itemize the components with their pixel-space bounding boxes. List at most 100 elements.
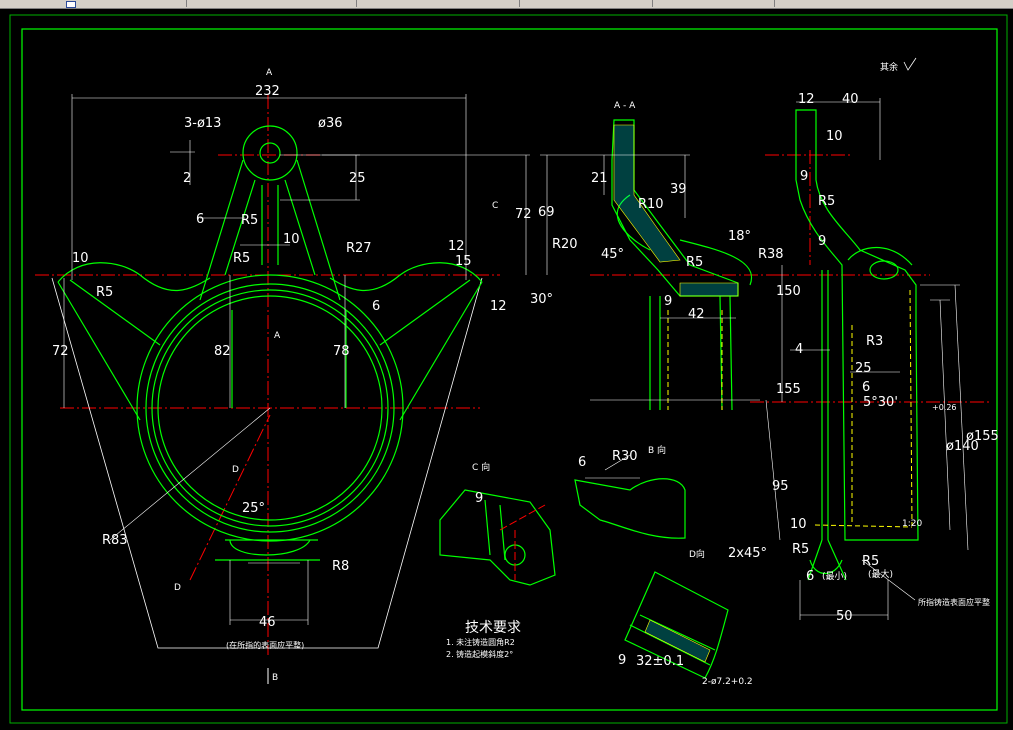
dim-9-mid: 9 <box>818 234 826 249</box>
radius-r38: R38 <box>758 247 784 262</box>
angle-30: 30° <box>530 292 553 307</box>
dim-holes: 3-ø13 <box>184 116 221 131</box>
dim-21: 21 <box>591 171 608 186</box>
surface-note-side: 所指铸造表面应平整 <box>918 597 990 607</box>
tech-line-2: 2. 铸造起模斜度2° <box>446 649 513 659</box>
dim-46: 46 <box>259 615 276 630</box>
dim-82: 82 <box>214 344 231 359</box>
front-dimension-lines <box>63 94 530 625</box>
dim-10-bottom: 10 <box>790 517 807 532</box>
document-icon <box>66 1 76 8</box>
radius-r5-a: R5 <box>241 213 258 228</box>
view-d-title: D向 <box>689 548 705 560</box>
dim-9-c: 9 <box>475 491 483 506</box>
front-centerlines <box>35 95 500 655</box>
view-b: B 向 6 R30 <box>574 444 686 539</box>
window-tab-strip <box>0 0 1013 9</box>
view-c: C 向 9 <box>439 461 556 586</box>
dim-40: 40 <box>842 92 859 107</box>
taper-angle: 5°30' <box>863 395 898 410</box>
arrow-label-d-bottom: D <box>174 583 181 593</box>
dim-12-top: 12 <box>448 239 465 254</box>
drawing-canvas: A 232 3-ø13 ø36 2 25 72 69 C 6 R5 10 R5 … <box>9 14 1008 724</box>
section-aa-view: A - A 21 39 R10 R20 45° 18° R5 R38 9 42 <box>540 101 784 411</box>
dim-6-bottom: 6 <box>806 569 814 584</box>
radius-r3: R3 <box>866 334 883 349</box>
dia-155: ø155 <box>966 429 999 444</box>
dia-140: ø140 <box>946 439 979 454</box>
dim-10-side: 10 <box>826 129 843 144</box>
radius-r5-side: R5 <box>818 194 835 209</box>
dim-phi36: ø36 <box>318 116 343 131</box>
tab-slot-4[interactable] <box>520 0 653 7</box>
front-trapezoid <box>51 277 483 649</box>
tol-140: +0.26 <box>932 403 957 412</box>
surface-note-front: (在所指的表面应平整) <box>226 640 304 650</box>
dim-4: 4 <box>795 342 803 357</box>
radius-r27: R27 <box>346 241 372 256</box>
dim-2: 2 <box>183 171 191 186</box>
section-aa-title: A - A <box>614 101 636 111</box>
dim-9-d: 9 <box>618 653 626 668</box>
radius-r8: R8 <box>332 559 349 574</box>
radius-r5-right: R5 <box>862 554 879 569</box>
dim-6-top: 6 <box>196 212 204 227</box>
tab-slot-5[interactable] <box>654 0 775 7</box>
dim-12: 12 <box>798 92 815 107</box>
dim-232: 232 <box>255 84 280 99</box>
dim-69: 69 <box>538 205 555 220</box>
side-view: 其余 <box>728 57 999 624</box>
angle-25: 25° <box>242 501 265 516</box>
tech-requirements: 技术要求 1. 未注铸造圆角R2 2. 铸造起模斜度2° <box>446 620 521 659</box>
max-note: (最大) <box>868 568 893 580</box>
radius-r5-b: R5 <box>233 251 250 266</box>
radius-r5-c: R5 <box>96 285 113 300</box>
dim-72-right: 72 <box>515 207 532 222</box>
dim-6-side: 6 <box>862 380 870 395</box>
slope-ratio: 1:20 <box>902 519 922 529</box>
dim-95: 95 <box>772 479 789 494</box>
dim-25: 25 <box>349 171 366 186</box>
radius-r10: R10 <box>638 197 664 212</box>
arrow-label-c: C <box>492 201 498 211</box>
dim-50: 50 <box>836 609 853 624</box>
view-label-a-top: A <box>266 68 273 78</box>
dim-6-right: 6 <box>372 299 380 314</box>
tab-slot-2[interactable] <box>188 0 357 7</box>
roughness-icon <box>903 57 917 71</box>
dim-10-left: 10 <box>72 251 89 266</box>
dim-25-side: 25 <box>855 361 872 376</box>
view-label-a-mid: A <box>274 331 281 341</box>
min-note: (最小) <box>822 571 847 582</box>
view-c-title: C 向 <box>472 461 490 473</box>
tab-slot-3[interactable] <box>357 0 520 7</box>
outer-frame <box>9 14 1008 724</box>
dim-9: 9 <box>664 294 672 309</box>
tab-slot-1[interactable] <box>0 0 187 7</box>
dim-42: 42 <box>688 307 705 322</box>
dim-72-left: 72 <box>52 344 69 359</box>
roughness-label: 其余 <box>880 61 898 73</box>
dim-39: 39 <box>670 182 687 197</box>
dim-78: 78 <box>333 344 350 359</box>
tech-line-1: 1. 未注铸造圆角R2 <box>446 637 515 647</box>
dim-10: 10 <box>283 232 300 247</box>
dim-150: 150 <box>776 284 801 299</box>
tech-title: 技术要求 <box>465 620 521 636</box>
radius-r5-bottom: R5 <box>792 542 809 557</box>
inner-frame <box>21 28 998 711</box>
arrow-label-d-top: D <box>232 465 239 475</box>
chamfer: 2x45° <box>728 546 767 561</box>
radius-r83: R83 <box>102 533 128 548</box>
radius-r20: R20 <box>552 237 578 252</box>
dim-12-right: 12 <box>490 299 507 314</box>
angle-18: 18° <box>728 229 751 244</box>
view-b-title: B 向 <box>648 444 666 456</box>
view-d: D向 32±0.1 9 2-ø7.2+0.2 <box>618 548 753 687</box>
dim-9-top: 9 <box>800 169 808 184</box>
front-outline <box>57 125 483 561</box>
radius-r5: R5 <box>686 255 703 270</box>
dim-155: 155 <box>776 382 801 397</box>
arrow-label-b: B <box>272 673 278 683</box>
radius-r30: R30 <box>612 449 638 464</box>
